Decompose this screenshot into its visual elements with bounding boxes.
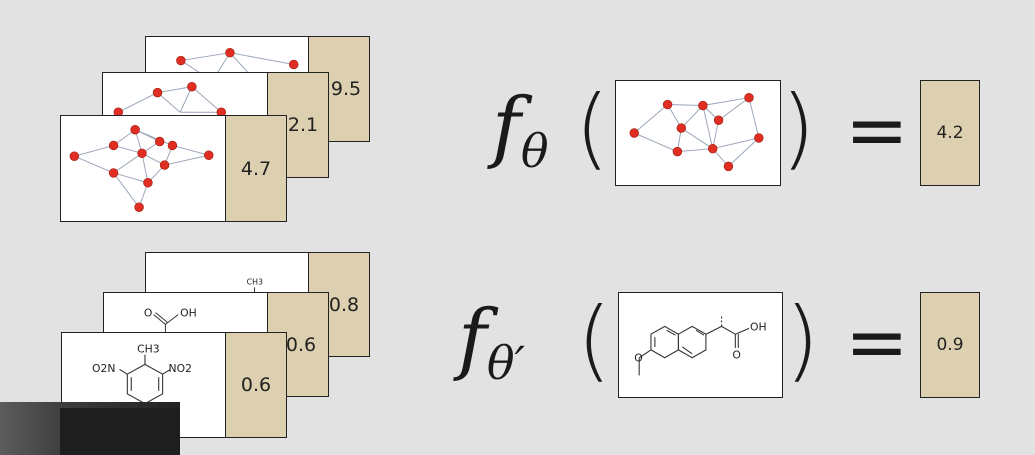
molecule-label-middle-value: 0.6 xyxy=(285,333,317,356)
graph-card-front xyxy=(60,115,227,222)
graph-input-svg xyxy=(629,92,764,172)
molecule-front-no2: NO2 xyxy=(169,362,192,375)
molecule-label-front: 0.6 xyxy=(225,332,287,438)
graph-output-value: 4.2 xyxy=(936,123,964,143)
graph-open-paren: ( xyxy=(575,76,610,179)
graph-equals: = xyxy=(845,85,909,174)
molecule-label-back-value: 0.8 xyxy=(328,293,360,316)
graph-front-svg xyxy=(69,125,214,212)
graph-label-back-value: 9.5 xyxy=(330,78,362,100)
graph-close-paren: ) xyxy=(781,76,816,179)
molecule-middle-oh: OH xyxy=(180,307,197,320)
molecule-label-front-value: 0.6 xyxy=(240,374,272,396)
graph-function-symbol: f xyxy=(492,82,521,172)
graph-function-parameter: θ xyxy=(520,124,549,178)
molecule-input-card: OH O O xyxy=(618,292,783,398)
molecule-front-o2n: O2N xyxy=(92,362,115,375)
molecule-input-o-carbonyl: O xyxy=(732,349,741,362)
molecule-function: fθ′ xyxy=(458,300,525,386)
molecule-output-value: 0.9 xyxy=(936,335,964,355)
molecule-back-ch3: CH3 xyxy=(247,277,263,286)
molecule-input-oh: OH xyxy=(750,320,767,333)
molecule-middle-svg: O OH xyxy=(144,307,197,337)
molecule-middle-o: O xyxy=(144,307,153,320)
graph-function: fθ xyxy=(492,88,549,174)
molecule-equals: = xyxy=(845,297,909,386)
molecule-input-o-methoxy: O xyxy=(634,352,643,365)
video-overlay xyxy=(0,402,180,455)
graph-label-middle-value: 2.1 xyxy=(287,114,319,136)
graph-output-label: 4.2 xyxy=(920,80,980,186)
molecule-front-ch3: CH3 xyxy=(137,343,160,356)
molecule-output-label: 0.9 xyxy=(920,292,980,398)
graph-label-front: 4.7 xyxy=(225,115,287,222)
molecule-close-paren: ) xyxy=(785,288,820,391)
molecule-front-svg: CH3 O2N NO2 xyxy=(92,343,192,405)
molecule-function-parameter: θ′ xyxy=(486,336,526,390)
molecule-function-symbol: f xyxy=(458,294,487,384)
molecule-open-paren: ( xyxy=(577,288,612,391)
graph-label-front-value: 4.7 xyxy=(240,157,272,180)
molecule-input-svg: OH O O xyxy=(634,314,767,376)
graph-back-svg xyxy=(176,47,299,77)
graph-middle-svg xyxy=(113,82,227,117)
graph-input-card xyxy=(615,80,781,186)
